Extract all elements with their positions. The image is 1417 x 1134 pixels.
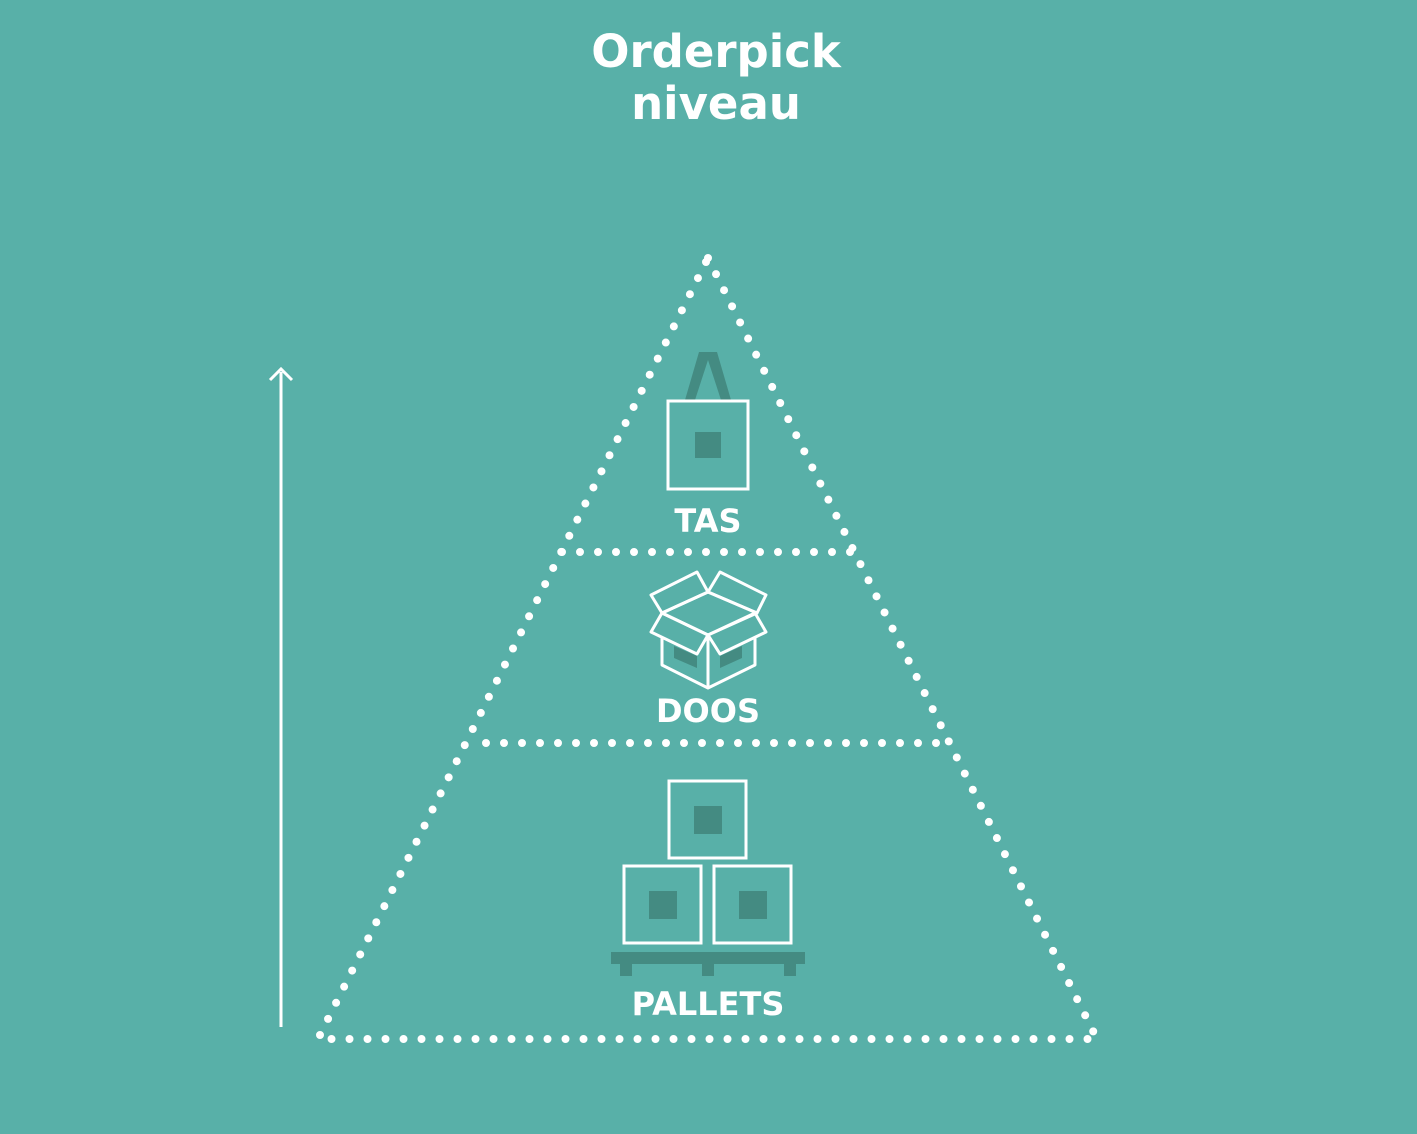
bag-icon — [666, 352, 750, 491]
diagram-title: Orderpick niveau — [0, 26, 1417, 130]
title-line-2: niveau — [631, 77, 801, 130]
pallet-icon — [611, 779, 805, 976]
level-label-doos: DOOS — [655, 692, 760, 730]
up-arrow — [268, 366, 294, 1027]
open-box-icon — [649, 570, 768, 690]
pyramid-outline — [311, 249, 1104, 1043]
level-label-tas: TAS — [674, 502, 742, 540]
title-line-1: Orderpick — [591, 25, 841, 78]
level-label-pallets: PALLETS — [631, 985, 785, 1023]
